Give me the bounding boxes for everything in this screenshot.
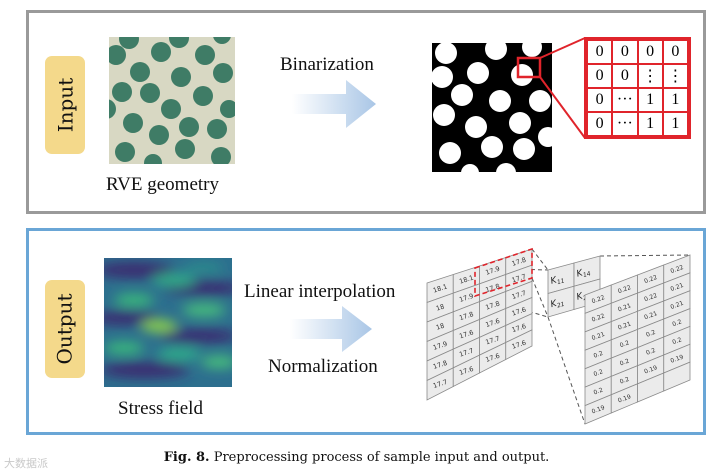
watermark: 大数据派	[4, 457, 48, 470]
matrix-cell: ···	[613, 113, 637, 135]
kernel-label: K14	[576, 266, 592, 280]
normalized-grid-value: 0.19	[591, 404, 606, 415]
binarization-arrow	[292, 80, 376, 128]
normalized-grid-value: 0.21	[643, 310, 658, 321]
normalized-grid-value: 0.22	[617, 284, 632, 295]
normalized-grid-value: 0.22	[643, 274, 658, 285]
input-tag: Input	[45, 56, 85, 154]
figure-caption: Fig. 8. Preprocessing process of sample …	[0, 450, 713, 465]
normalized-grid-value: 0.21	[617, 320, 632, 331]
caption-label: Fig. 8.	[163, 450, 210, 465]
kernel-label: K11	[550, 274, 566, 288]
matrix-cell: 1	[663, 113, 687, 135]
binary-matrix: 0 0 0 0 0 0 ⋮ ⋮ 0 ··· 1 1 0 ··· 1 1	[584, 37, 691, 139]
normalized-grid-value: 0.22	[643, 292, 658, 303]
kernel-label: K21	[550, 297, 566, 311]
normalized-grid-value: 0.19	[617, 393, 632, 404]
input-panel	[26, 10, 706, 214]
connector-line	[531, 248, 549, 271]
stress-value-grid: 18.118.117.917.81817.917.817.71817.817.8…	[426, 247, 533, 401]
matrix-cell: 0	[588, 113, 612, 135]
matrix-cell: ···	[613, 89, 637, 111]
connector-line	[599, 254, 691, 257]
normalized-grid-value: 0.21	[591, 331, 606, 342]
connector-line	[531, 277, 549, 318]
interpolation-label: Linear interpolation	[244, 281, 396, 302]
stress-grid-cell	[505, 329, 533, 361]
binarized-image	[432, 43, 552, 172]
normalized-grid-value: 0.2	[645, 347, 657, 357]
connector-line	[547, 316, 586, 425]
caption-text: Preprocessing process of sample input an…	[213, 450, 550, 465]
matrix-cell: 0	[613, 41, 637, 63]
normalized-grid-value: 0.21	[670, 300, 685, 311]
normalized-grid-value: 0.21	[670, 282, 685, 293]
matrix-cell: 1	[638, 89, 662, 111]
normalized-grid-value: 0.21	[617, 302, 632, 313]
normalized-grid-value: 0.2	[619, 376, 631, 386]
selection-box	[474, 247, 533, 298]
normalized-grid-value: 0.19	[643, 364, 658, 375]
normalized-grid-value: 0.2	[645, 329, 657, 339]
normalized-grid-value: 0.2	[593, 350, 605, 360]
matrix-cell: 0	[588, 89, 612, 111]
normalized-value-grid: 0.22 0.22 0.22 0.22 0.22 0.21 0.22 0.21 0.21 0.21…	[584, 254, 691, 425]
matrix-cell: 0	[613, 65, 637, 87]
normalized-grid-value: 0.2	[593, 368, 605, 378]
matrix-cell: ⋮	[663, 65, 687, 87]
stress-grid-value: 18	[435, 322, 445, 332]
stress-field-image	[104, 258, 232, 387]
stress-grid-value: 18	[435, 303, 445, 313]
matrix-cell: 0	[638, 41, 662, 63]
output-tag: Output	[45, 280, 85, 378]
matrix-cell: 1	[638, 113, 662, 135]
normalized-grid-value: 0.2	[619, 358, 631, 368]
matrix-cell: ⋮	[638, 65, 662, 87]
normalized-grid-value: 0.2	[593, 387, 605, 397]
normalized-grid-value: 0.22	[591, 312, 606, 323]
stress-field-label: Stress field	[118, 398, 203, 419]
normalized-grid-value: 0.2	[619, 339, 631, 349]
matrix-cell: 0	[663, 41, 687, 63]
matrix-cell: 0	[588, 41, 612, 63]
matrix-cell: 0	[588, 65, 612, 87]
interpolation-arrow	[290, 306, 372, 352]
normalized-grid-value: 0.22	[591, 294, 606, 305]
binarization-label: Binarization	[280, 54, 374, 75]
normalized-grid-cell	[663, 361, 691, 392]
normalized-grid-value: 0.2	[671, 318, 683, 328]
output-panel	[26, 228, 706, 435]
normalized-grid-value: 0.2	[671, 336, 683, 346]
rve-geometry-image	[109, 37, 235, 164]
rve-geometry-label: RVE geometry	[106, 174, 219, 195]
normalized-grid-value: 0.19	[670, 354, 685, 365]
matrix-cell: 1	[663, 89, 687, 111]
normalization-label: Normalization	[268, 356, 378, 377]
normalized-grid-value: 0.22	[670, 264, 685, 275]
